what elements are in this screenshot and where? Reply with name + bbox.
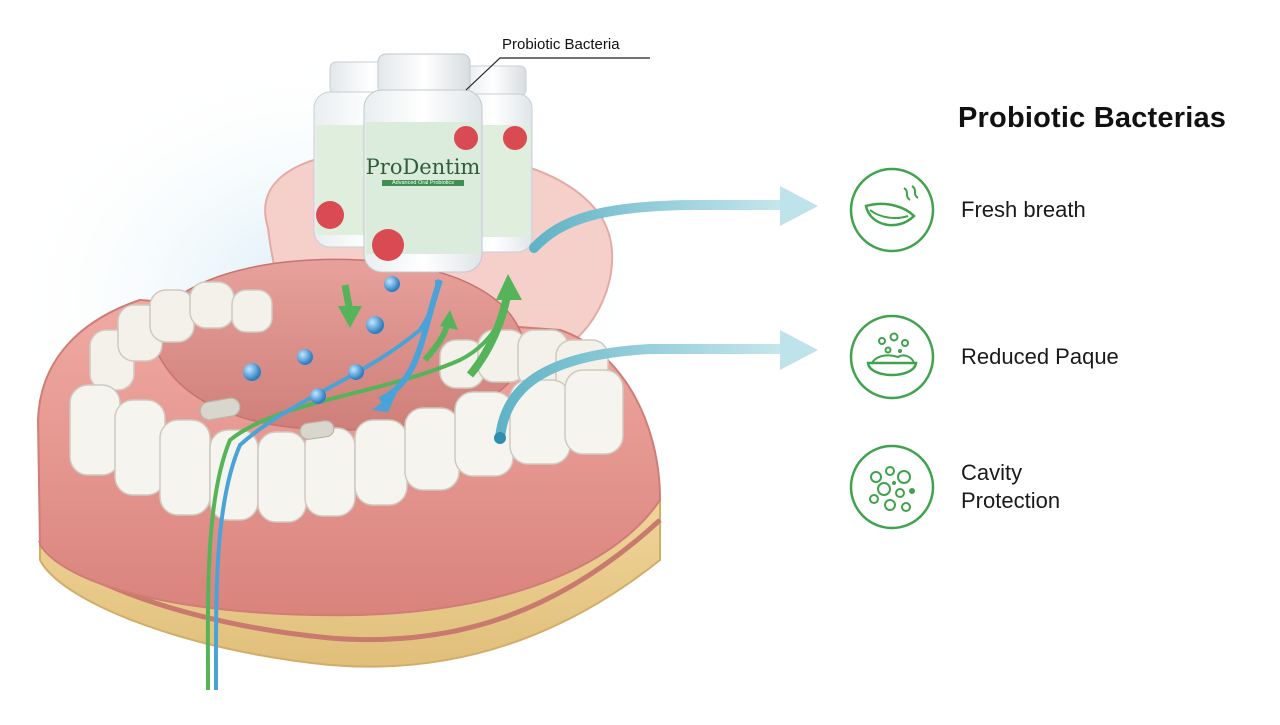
plaque-bowl-icon (849, 314, 935, 400)
probiotic-beads (243, 276, 400, 404)
bubbles-icon (849, 444, 935, 530)
benefit-label-reduced-plaque: Reduced Paque (961, 344, 1119, 369)
green-down-arrowhead (338, 306, 362, 328)
arrow-origin-dot (494, 432, 506, 444)
green-mini-arrowhead (440, 310, 458, 330)
arrow-to-reduced-plaque (495, 344, 785, 443)
benefit-reduced-plaque: Reduced Paque (848, 313, 1119, 401)
arrow-to-fresh-breath (529, 200, 785, 253)
benefit-label-cavity-protection: Cavity Protection (961, 460, 1061, 513)
probiotic-bacteria-callout: Probiotic Bacteria (502, 36, 620, 53)
blue-return-arrowhead (372, 390, 398, 412)
benefit-fresh-breath: Fresh breath (848, 166, 1086, 254)
callout-leader-line (465, 57, 650, 91)
bottle-brand-text: ProDentim (366, 155, 481, 179)
teeth-front-row (69, 369, 624, 523)
mouth-breath-icon (849, 167, 935, 253)
green-up-arrowhead (496, 274, 522, 300)
benefit-cavity-protection: Cavity Protection (848, 443, 1060, 531)
panel-title: Probiotic Bacterias (958, 102, 1227, 134)
benefit-label-fresh-breath: Fresh breath (961, 197, 1086, 222)
blue-return-arrow-line (378, 279, 443, 403)
bottle-subtitle-text: Advanced Oral Probiotics (392, 180, 454, 186)
product-bottle-front: ProDentim Advanced Oral Probiotics (363, 53, 483, 273)
arrowhead-reduced-plaque (780, 330, 818, 370)
arrowhead-fresh-breath (780, 186, 818, 226)
capsules (199, 397, 335, 440)
